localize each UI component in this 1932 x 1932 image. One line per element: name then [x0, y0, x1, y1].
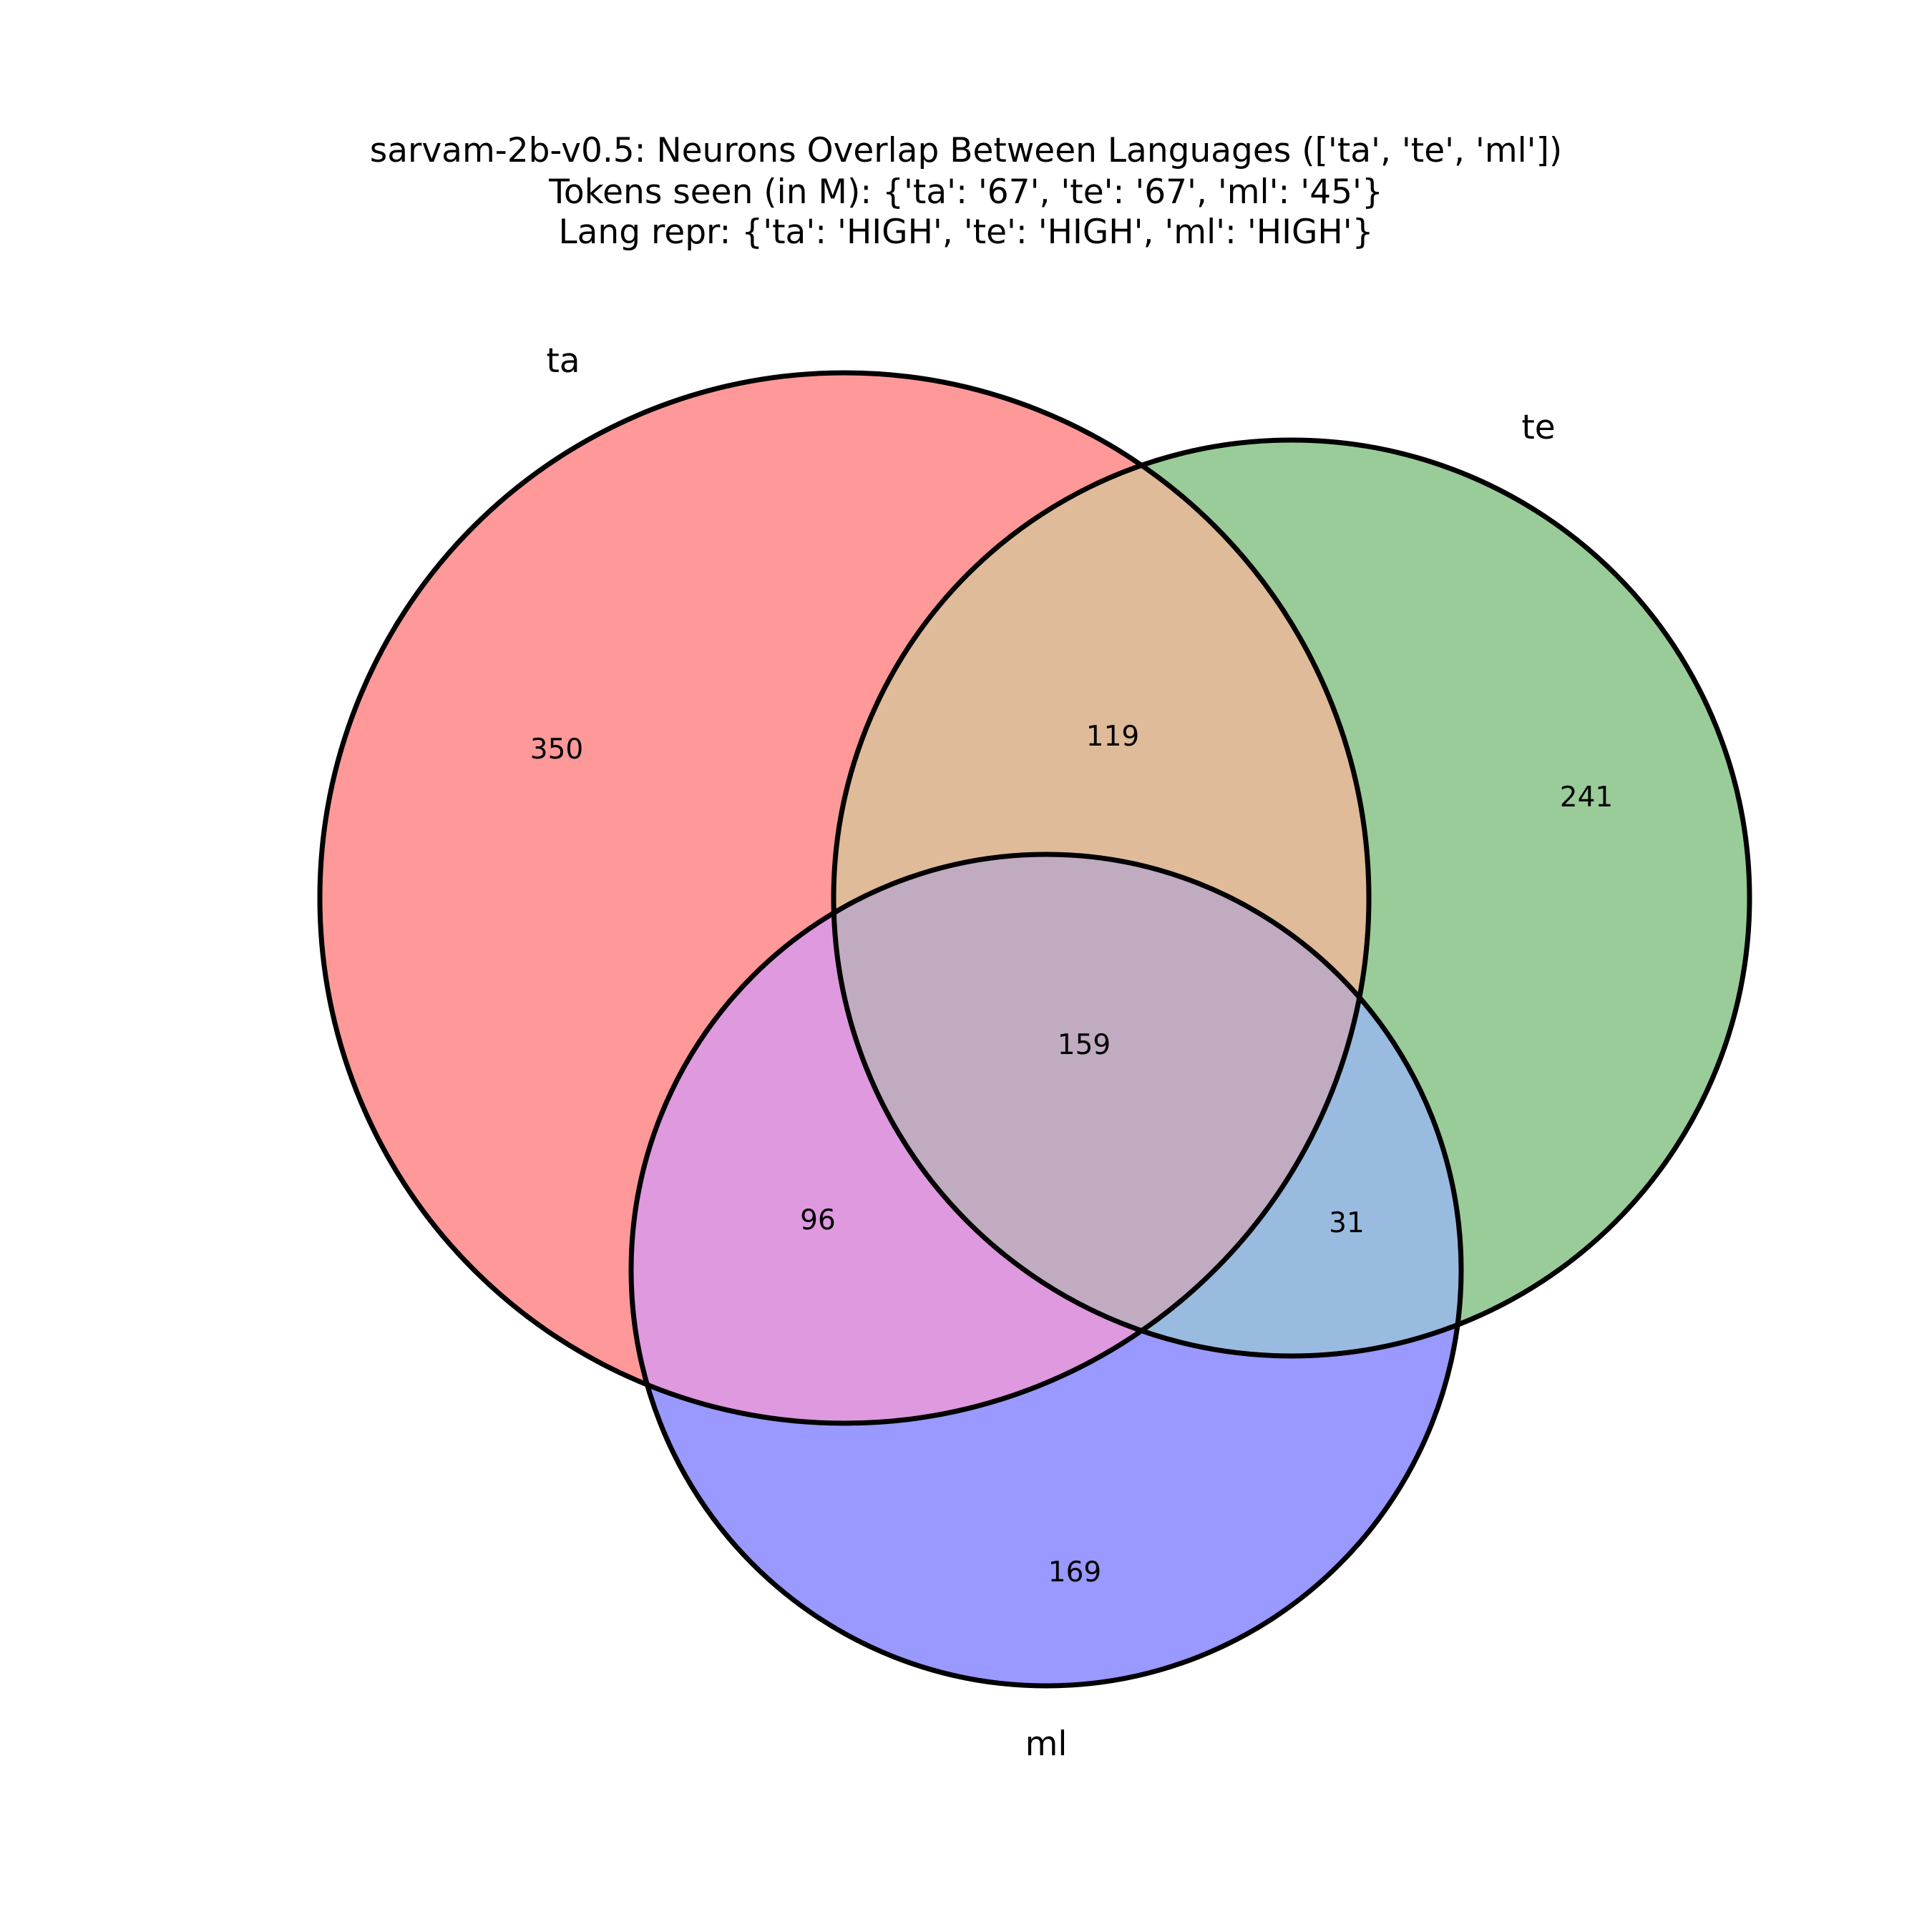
chart-title-line-1: sarvam-2b-v0.5: Neurons Overlap Between …	[370, 131, 1563, 170]
count-ml-only: 169	[1048, 1556, 1101, 1589]
count-te-only: 241	[1560, 781, 1613, 814]
count-ta-te: 119	[1086, 721, 1139, 753]
region-fills	[320, 373, 1750, 1686]
set-label-te: te	[1521, 408, 1555, 447]
count-ta-ml: 96	[800, 1204, 836, 1236]
chart-title-line-3: Lang repr: {'ta': 'HIGH', 'te': 'HIGH', …	[558, 213, 1373, 252]
count-ta-only: 350	[530, 733, 583, 766]
chart-title-line-2: Tokens seen (in M): {'ta': '67', 'te': '…	[548, 172, 1383, 212]
count-ta-te-ml: 159	[1058, 1029, 1111, 1061]
set-te-outline	[831, 437, 1752, 1359]
set-ml-outline	[628, 852, 1464, 1689]
set-ta-outline	[317, 370, 1372, 1426]
count-te-ml: 31	[1329, 1207, 1365, 1239]
set-label-ml: ml	[1025, 1724, 1068, 1764]
set-label-ta: ta	[546, 341, 580, 381]
